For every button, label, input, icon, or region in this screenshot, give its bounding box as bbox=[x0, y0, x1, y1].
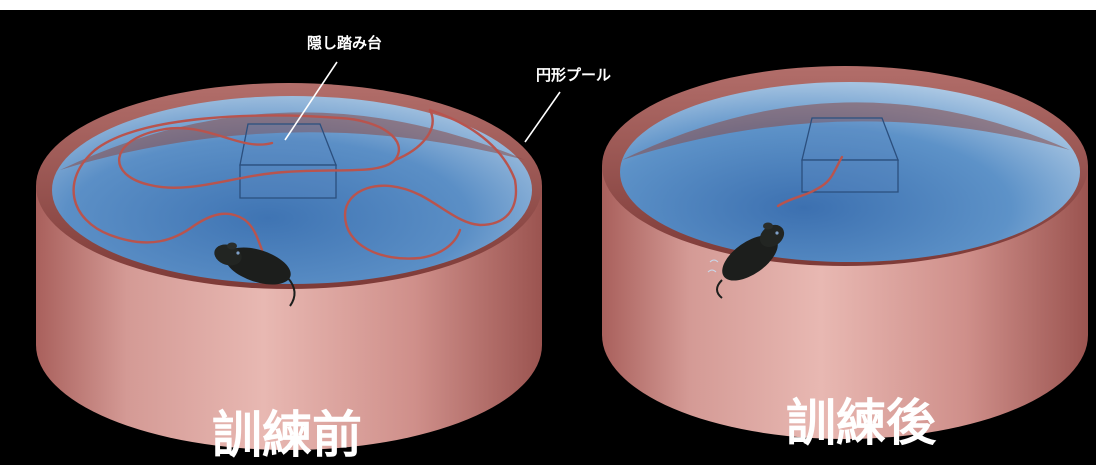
caption-before-training: 訓練前 bbox=[212, 406, 362, 464]
label-circular-pool: 円形プール bbox=[536, 66, 611, 84]
caption-after-training: 訓練後 bbox=[786, 394, 937, 452]
pool-before-training bbox=[36, 83, 542, 450]
hidden-platform-right bbox=[802, 118, 898, 192]
label-hidden-platform: 隠し踏み台 bbox=[307, 34, 382, 52]
pool-after-training bbox=[602, 66, 1088, 439]
